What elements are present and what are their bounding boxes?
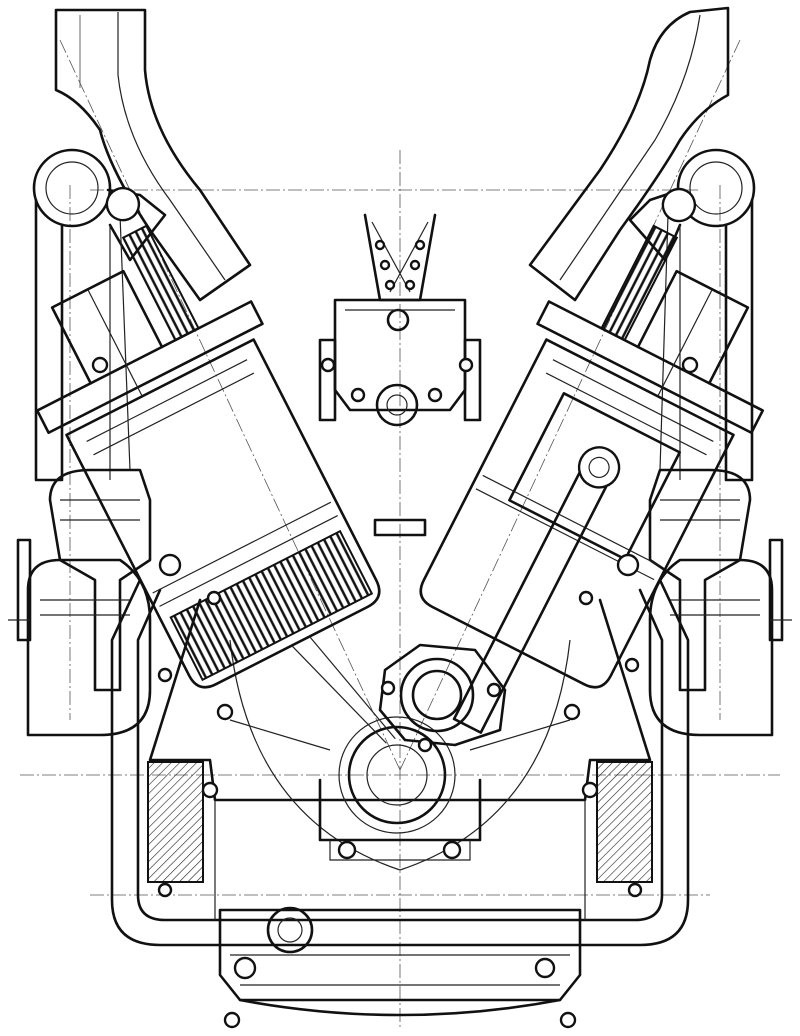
left-engine-mount (147, 761, 204, 883)
left-blower-housing (8, 468, 152, 737)
crankcase-outer-pipes (110, 578, 690, 947)
side-bolts (91, 356, 699, 683)
oil-sump (218, 906, 582, 1029)
right-exhaust-pipe (528, 6, 730, 302)
crankcase-body (148, 598, 652, 920)
left-cylinder-bank (35, 186, 396, 744)
mount-bolts (157, 781, 643, 898)
center-valve-gear (318, 213, 482, 537)
right-cylinder-bank (419, 187, 765, 734)
big-end-bearing (378, 643, 507, 753)
right-blower-housing (648, 468, 792, 737)
right-engine-mount (596, 761, 653, 883)
crankshaft (216, 703, 581, 860)
center-lines (20, 39, 780, 1030)
left-exhaust-pipe (54, 8, 252, 302)
left-intake-manifold (32, 148, 167, 482)
